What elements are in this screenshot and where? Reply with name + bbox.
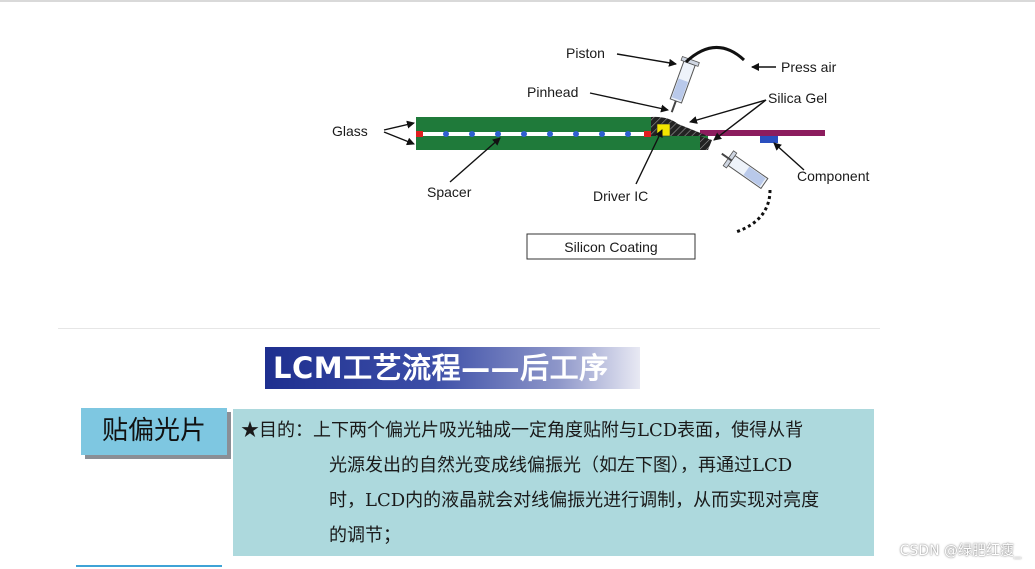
purpose-line-1: ★目的：上下两个偏光片吸光轴成一定角度贴附与LCD表面，使得从背	[241, 413, 866, 448]
seal-left	[416, 131, 423, 137]
arrow-component	[773, 142, 805, 171]
purpose-line-2: 光源发出的自然光变成线偏振光（如左下图），再通过LCD	[329, 455, 793, 476]
arrow-silica-gel-1	[689, 99, 767, 124]
arrow-spacer	[449, 137, 501, 183]
step-tab-polarizer: 贴偏光片	[81, 408, 227, 455]
label-silica-gel: Silica Gel	[768, 90, 827, 106]
arrow-glass-top	[383, 120, 415, 131]
component-block	[760, 136, 778, 143]
arrow-pinhead	[589, 92, 669, 113]
label-pinhead: Pinhead	[527, 84, 578, 100]
silica-gel-edge	[700, 136, 712, 150]
arrow-glass-bottom	[383, 131, 415, 146]
syringe-bottom	[721, 150, 769, 190]
purpose-line-3: 时，LCD内的液晶就会对线偏振光进行调制，从而实现对亮度	[329, 490, 820, 511]
slide-title: LCM工艺流程——后工序	[265, 347, 640, 389]
tab-underline	[76, 565, 222, 567]
fpc-strip	[700, 130, 825, 136]
purpose-description: ★目的：上下两个偏光片吸光轴成一定角度贴附与LCD表面，使得从背 光源发出的自然…	[233, 409, 874, 556]
lc-gap	[416, 132, 651, 136]
label-silicon-coating: Silicon Coating	[564, 239, 657, 255]
air-line-dotted	[735, 189, 772, 234]
driver-ic	[656, 123, 671, 137]
glass-top	[416, 117, 651, 132]
label-component: Component	[797, 168, 869, 184]
label-driver-ic: Driver IC	[593, 188, 648, 204]
label-piston: Piston	[566, 45, 605, 61]
purpose-text-1: 上下两个偏光片吸光轴成一定角度贴附与LCD表面，使得从背	[313, 420, 804, 441]
arrow-silica-gel-2	[713, 99, 767, 141]
label-glass: Glass	[332, 123, 368, 139]
spacer-dots	[443, 131, 631, 137]
purpose-label: ★目的：	[241, 420, 313, 441]
syringe-top	[669, 55, 700, 113]
glass-bottom	[416, 136, 708, 150]
seal-right	[644, 131, 651, 137]
lcm-dispensing-diagram: Piston Press air Pinhead Silica Gel Glas…	[332, 45, 869, 260]
arrow-driver-ic	[635, 129, 663, 185]
slide-divider	[58, 328, 880, 329]
arrow-piston	[616, 53, 677, 67]
silicon-coating-box	[526, 233, 696, 260]
air-hose	[684, 46, 746, 64]
csdn-watermark: CSDN @绿肥红瘦_	[899, 543, 1021, 559]
top-border	[0, 0, 1035, 2]
label-spacer: Spacer	[427, 184, 472, 200]
label-press-air: Press air	[781, 59, 837, 75]
purpose-line-4: 的调节；	[329, 525, 401, 546]
